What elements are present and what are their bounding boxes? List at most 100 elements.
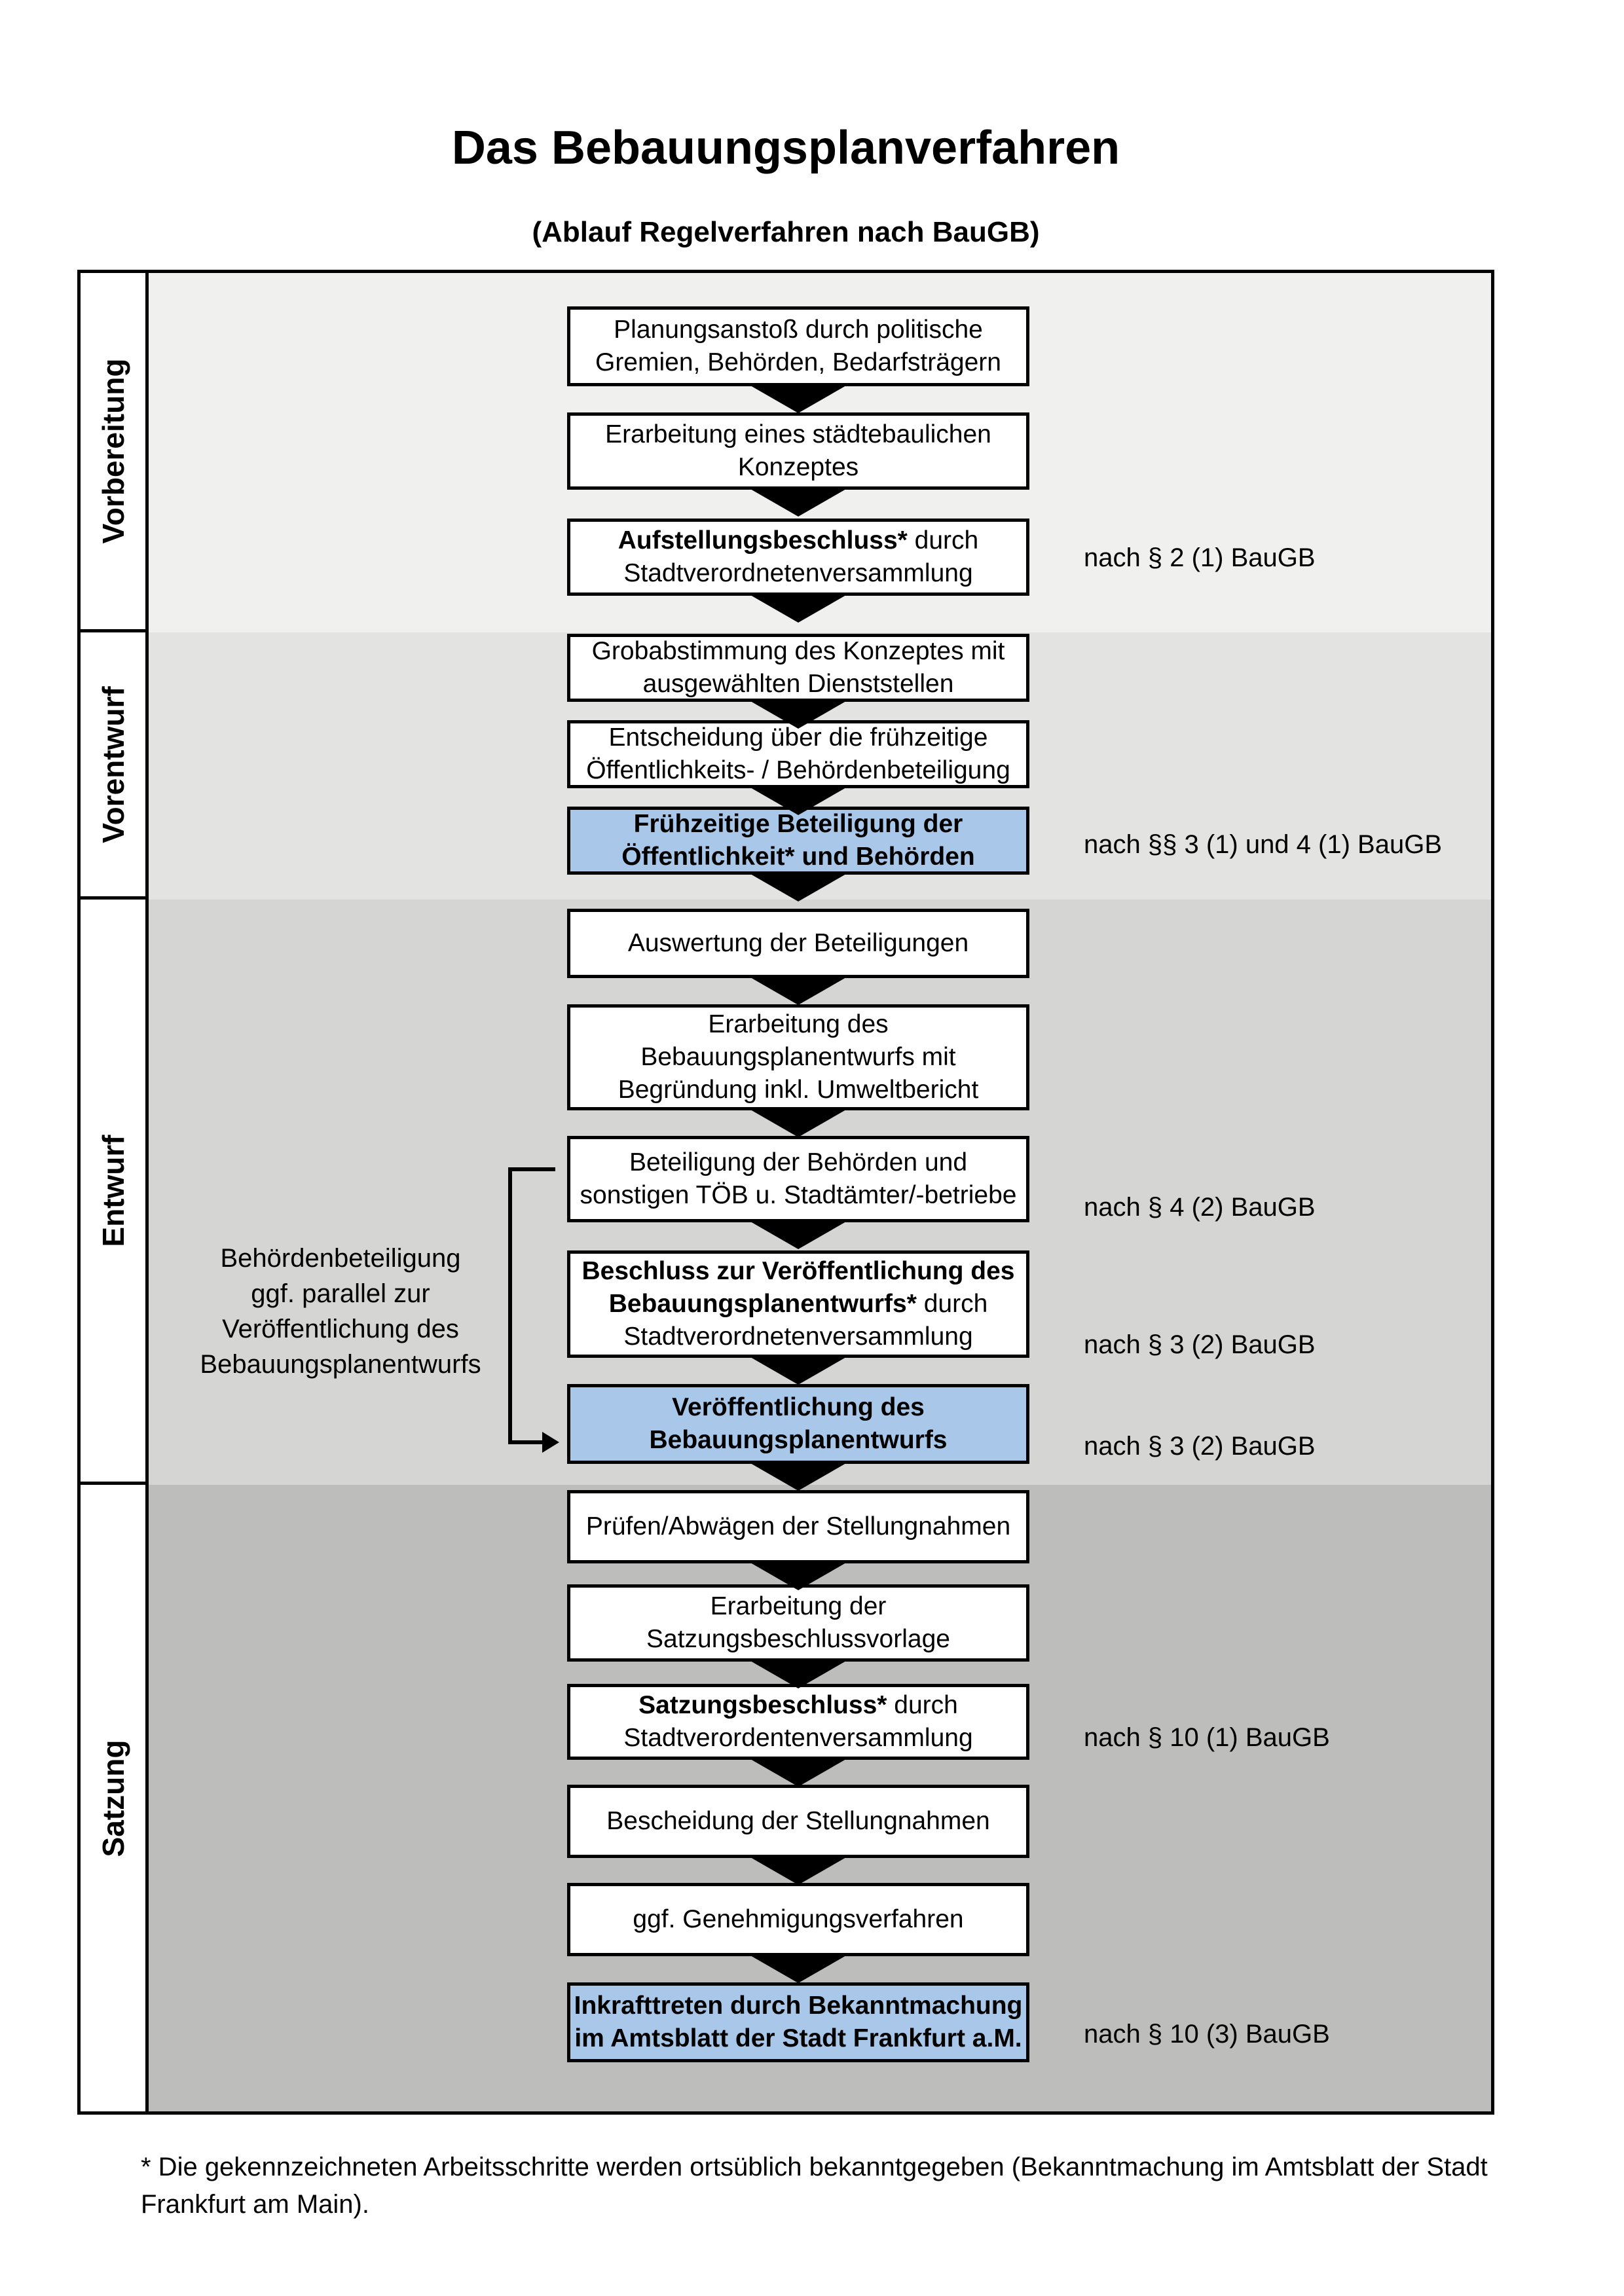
box-line: Prüfen/Abwägen der Stellungnahmen <box>586 1510 1010 1543</box>
flow-box-grobabstimmung: Grobabstimmung des Konzeptes mit ausgewäh… <box>567 634 1029 702</box>
bracket-vertical-line <box>508 1167 512 1444</box>
flow-box-genehmigungsverfahren: ggf. Genehmigungsverfahren <box>567 1883 1029 1956</box>
box-text-segment: Bebauungsplanentwurfs* <box>608 1290 917 1318</box>
box-text-segment: durch <box>907 526 979 555</box>
page-subtitle: (Ablauf Regelverfahren nach BauGB) <box>532 216 1040 248</box>
box-text-segment: durch <box>887 1691 958 1719</box>
box-text-segment: sonstigen TÖB u. Stadtämter/-betriebe <box>580 1181 1017 1209</box>
box-text-segment: Stadtverordnetenversammlung <box>623 1322 973 1351</box>
box-text-segment: Inkrafttreten <box>574 1992 724 2020</box>
flow-down-arrow-icon <box>750 788 846 815</box>
box-line: Inkrafttreten durch Bekanntmachung <box>574 1990 1023 2022</box>
legal-ref: nach § 3 (2) BauGB <box>1084 1432 1316 1461</box>
box-text-segment: Grobabstimmung des Konzeptes mit <box>591 637 1005 665</box>
box-text-segment: Bebauungsplanentwurfs <box>649 1426 948 1454</box>
box-line: Stadtverordnetenversammlung <box>623 557 972 590</box>
box-line: Begründung inkl. Umweltbericht <box>618 1074 979 1106</box>
box-text-segment: ausgewählten Dienststellen <box>642 670 954 698</box>
flow-down-arrow-icon <box>750 1222 846 1249</box>
box-line: im Amtsblatt der Stadt Frankfurt a.M. <box>574 2022 1022 2055</box>
box-line: Öffentlichkeit* und Behörden <box>621 841 975 873</box>
phase-label: Vorbereitung <box>96 358 130 544</box>
box-text-segment: Begründung inkl. Umweltbericht <box>618 1076 979 1104</box>
box-line: Beteiligung der Behörden und <box>629 1146 967 1179</box>
flow-down-arrow-icon <box>750 1463 846 1491</box>
box-text-segment: Stadtverordentenversammlung <box>623 1724 973 1752</box>
side-note-line: ggf. parallel zur <box>251 1279 430 1308</box>
flow-down-arrow-icon <box>750 1110 846 1137</box>
box-line: Veröffentlichung des <box>672 1391 925 1424</box>
box-text-segment: Öffentlichkeit* und Behörden <box>621 843 975 871</box>
box-text-segment: Planungsanstoß durch politische <box>614 316 983 344</box>
flow-down-arrow-icon <box>750 1857 846 1885</box>
phase-label: Vorentwurf <box>96 685 130 843</box>
sidebar-cell-entwurf: Entwurf <box>81 900 149 1485</box>
box-text-segment: ggf. Genehmigungsverfahren <box>633 1905 964 1933</box>
flow-box-bescheidung-stellungnahmen: Bescheidung der Stellungnahmen <box>567 1785 1029 1858</box>
flow-down-arrow-icon <box>750 489 846 517</box>
footnote: * Die gekennzeichneten Arbeitsschritte w… <box>141 2153 1488 2219</box>
box-line: Erarbeitung der <box>710 1590 887 1623</box>
box-line: Erarbeitung des <box>708 1008 888 1041</box>
box-line: ausgewählten Dienststellen <box>643 668 954 701</box>
box-line: Bebauungsplanentwurfs mit <box>640 1041 955 1074</box>
box-text-segment: Auswertung der Beteiligungen <box>627 929 969 957</box>
box-line: Beschluss zur Veröffentlichung des <box>582 1255 1015 1288</box>
sidebar-cell-vorbereitung: Vorbereitung <box>81 273 149 632</box>
flow-box-auswertung-beteiligungen: Auswertung der Beteiligungen <box>567 909 1029 978</box>
flow-box-beteiligung-behoerden-toeb: Beteiligung der Behörden und sonstigen TÖ… <box>567 1136 1029 1222</box>
box-text-segment: Beschluss zur Veröffentlichung des <box>581 1257 1015 1285</box>
box-text-segment: durch <box>916 1290 988 1318</box>
box-text-segment: Beteiligung der Behörden und <box>629 1148 968 1176</box>
sidebar-cell-satzung: Satzung <box>81 1485 149 2111</box>
flow-down-arrow-icon <box>750 595 846 623</box>
box-text-segment: Öffentlichkeits- / Behördenbeteiligung <box>586 756 1010 784</box>
box-line: Aufstellungsbeschluss* durch <box>618 524 979 557</box>
flow-down-arrow-icon <box>750 1956 846 1983</box>
legal-ref: nach § 3 (2) BauGB <box>1084 1330 1316 1359</box>
flow-down-arrow-icon <box>750 1759 846 1787</box>
box-line: Bebauungsplanentwurfs* durch <box>609 1288 988 1321</box>
legal-ref: nach §§ 3 (1) und 4 (1) BauGB <box>1084 830 1442 859</box>
box-line: sonstigen TÖB u. Stadtämter/-betriebe <box>580 1179 1017 1212</box>
flow-box-pruefen-abwaegen-stellungnahmen: Prüfen/Abwägen der Stellungnahmen <box>567 1490 1029 1563</box>
legal-ref: nach § 2 (1) BauGB <box>1084 543 1316 572</box>
bracket-bottom-connector <box>508 1440 542 1444</box>
box-line: Grobabstimmung des Konzeptes mit <box>592 635 1005 668</box>
box-line: Gremien, Behörden, Bedarfsträgern <box>595 346 1001 379</box>
box-text-segment: Konzeptes <box>737 453 859 481</box>
phase-label: Entwurf <box>96 1134 130 1247</box>
flow-down-arrow-icon <box>750 1357 846 1385</box>
box-line: Satzungsbeschluss* durch <box>638 1689 958 1722</box>
flow-down-arrow-icon <box>750 1661 846 1688</box>
legal-ref: nach § 10 (3) BauGB <box>1084 2020 1330 2049</box>
box-line: Bebauungsplanentwurfs <box>649 1424 947 1457</box>
phase-label: Satzung <box>96 1740 130 1857</box>
box-text-segment: Erarbeitung des <box>708 1010 889 1038</box>
box-text-segment: Aufstellungsbeschluss* <box>618 526 908 555</box>
box-text-segment: Erarbeitung eines städtebaulichen <box>605 420 991 448</box>
box-line: Satzungsbeschlussvorlage <box>646 1623 950 1656</box>
box-text-segment: Veröffentlichung des <box>672 1393 925 1421</box>
bracket-right-arrow-icon <box>542 1432 559 1453</box>
flow-down-arrow-icon <box>750 874 846 902</box>
side-note-line: Behördenbeteiligung <box>220 1244 461 1273</box>
box-line: Öffentlichkeits- / Behördenbeteiligung <box>586 754 1010 787</box>
box-line: Stadtverordentenversammlung <box>623 1722 972 1755</box>
box-text-segment: Stadtverordnetenversammlung <box>623 559 973 587</box>
box-text-segment: im Amtsblatt der Stadt Frankfurt a.M. <box>574 2024 1022 2052</box>
box-line: Stadtverordnetenversammlung <box>623 1321 972 1353</box>
legal-ref: nach § 4 (2) BauGB <box>1084 1193 1316 1222</box>
flow-down-arrow-icon <box>750 386 846 413</box>
box-line: Bescheidung der Stellungnahmen <box>606 1805 989 1838</box>
